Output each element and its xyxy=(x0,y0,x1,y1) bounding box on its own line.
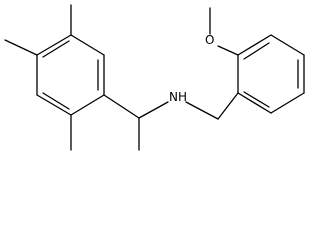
chemical-structure: O N H xyxy=(4,4,305,151)
hydrogen-label: H xyxy=(178,90,187,104)
bonds xyxy=(4,4,305,151)
bond xyxy=(4,39,38,56)
bond xyxy=(42,40,70,58)
bond xyxy=(217,92,239,120)
bond xyxy=(70,94,105,116)
nitrogen-label: N xyxy=(169,90,178,104)
bond xyxy=(243,42,270,60)
atom-labels: O N H xyxy=(169,33,214,104)
bond xyxy=(185,101,219,120)
bond xyxy=(217,45,239,56)
structure-canvas: O N H xyxy=(4,4,305,151)
bond xyxy=(103,94,140,119)
bond xyxy=(70,34,105,56)
bond xyxy=(270,34,305,56)
bond xyxy=(36,34,72,56)
bond xyxy=(237,34,272,56)
bond xyxy=(270,92,305,114)
bond xyxy=(42,92,70,110)
oxygen-label: O xyxy=(205,33,214,47)
bond xyxy=(243,91,270,108)
bond xyxy=(36,94,72,116)
bond xyxy=(237,92,272,114)
bond xyxy=(138,101,169,119)
